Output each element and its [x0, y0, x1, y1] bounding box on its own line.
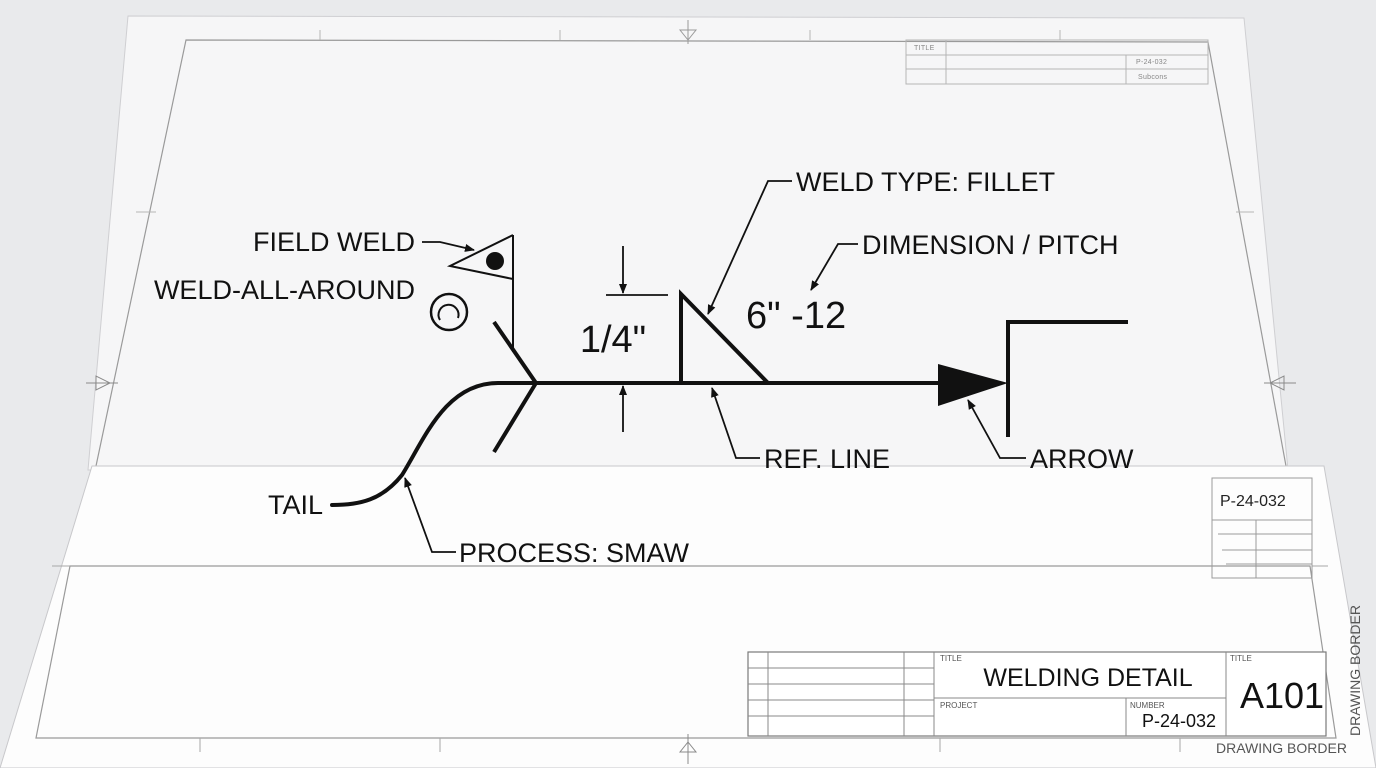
symbol-labels: FIELD WELD WELD-ALL-AROUND WELD TYPE: FI… — [154, 167, 1134, 568]
dimension-pitch-leader — [810, 243, 858, 291]
drawing-title: WELDING DETAIL — [983, 664, 1192, 692]
back-sheet-cell: Subcons — [1138, 74, 1168, 81]
back-sheet-number: P-24-032 — [1136, 59, 1167, 66]
leader-lines — [404, 180, 1026, 553]
back-sheet-ticks — [136, 30, 1254, 213]
welding-symbol — [330, 234, 1128, 507]
weld-all-around-circle — [429, 292, 469, 332]
field-weld-dot — [486, 252, 504, 270]
sheet-number: A101 — [1240, 675, 1324, 716]
drawing-border-label-vertical: DRAWING BORDER — [1347, 605, 1363, 736]
title-block-frame — [747, 651, 1327, 737]
weld-length-pitch: 6" -12 — [746, 295, 846, 337]
weld-all-around-arc — [437, 303, 460, 321]
fillet-weld-symbol — [679, 289, 770, 385]
title-caption: TITLE — [940, 654, 962, 663]
label-field-weld: FIELD WELD — [253, 227, 415, 257]
arrow-leader — [967, 399, 1026, 459]
label-process: PROCESS: SMAW — [459, 538, 690, 568]
back-sheet-title-block — [905, 39, 1209, 85]
ref-line-leader — [711, 387, 760, 459]
tail-fork — [492, 320, 539, 454]
sheet-caption: TITLE — [1230, 654, 1252, 663]
joint-member — [1006, 320, 1128, 437]
arrowhead — [938, 364, 1008, 406]
front-sheet-ticks — [52, 565, 1328, 752]
label-weld-type: WELD TYPE: FILLET — [796, 167, 1055, 197]
field-weld-leader — [422, 241, 475, 252]
drawing-number: P-24-032 — [1142, 711, 1216, 731]
label-ref-line: REF. LINE — [764, 444, 890, 474]
number-caption: NUMBER — [1130, 701, 1165, 710]
front-sheet-frame — [35, 565, 1337, 739]
back-sheet-title-caption: TITLE — [914, 45, 935, 52]
project-caption: PROJECT — [940, 701, 977, 710]
title-block: TITLE WELDING DETAIL PROJECT NUMBER P-24… — [747, 651, 1327, 737]
drawing-border-label: DRAWING BORDER — [1216, 740, 1347, 756]
label-arrow: ARROW — [1030, 444, 1134, 474]
side-info-number: P-24-032 — [1220, 493, 1286, 510]
back-sheet-frame — [95, 39, 1287, 467]
process-leader — [404, 477, 456, 553]
side-center-marks — [86, 375, 1296, 391]
title-block-grid — [748, 652, 1227, 736]
field-weld-flag — [446, 234, 514, 280]
label-tail: TAIL — [268, 490, 323, 520]
weld-size: 1/4" — [580, 319, 646, 361]
label-dimension-pitch: DIMENSION / PITCH — [862, 230, 1119, 260]
weld-type-leader — [707, 180, 792, 315]
tail-line — [330, 381, 538, 507]
label-weld-all-around: WELD-ALL-AROUND — [154, 275, 415, 305]
side-info-block — [1211, 477, 1313, 579]
